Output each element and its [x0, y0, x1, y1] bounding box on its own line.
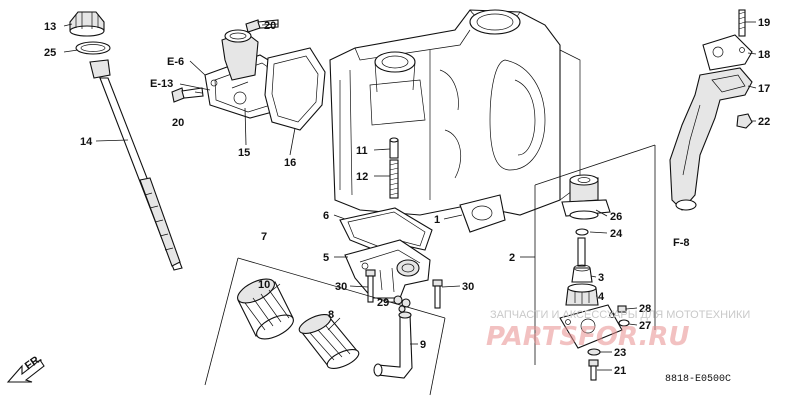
callout-30-left: 30 [335, 281, 347, 293]
callout-28: 28 [639, 303, 651, 315]
part-10-strainer-cage [237, 278, 294, 340]
part-25-o-ring [75, 41, 111, 55]
ref-e6: E-6 [167, 56, 184, 68]
part-7-strainer-assembly-bracket [204, 257, 446, 396]
callout-21: 21 [614, 365, 626, 377]
ref-f8: F-8 [673, 237, 690, 249]
part-pump-cover [559, 304, 623, 349]
callout-5: 5 [323, 252, 329, 264]
callout-23: 23 [614, 347, 626, 359]
part-2-pump-assembly-bracket [534, 144, 656, 365]
part-4-rotor [565, 283, 599, 306]
part-15-cover [204, 29, 286, 119]
callout-11: 11 [356, 145, 368, 157]
callout-24: 24 [610, 228, 623, 240]
diagram-code: 8818-E0500C [665, 374, 731, 385]
part-21-bolt [588, 359, 599, 381]
section-references: E-6 E-13 F-8 FR. [23, 56, 690, 372]
callout-9: 9 [420, 339, 426, 351]
part-9-pickup-tube [373, 311, 413, 379]
callout-18: 18 [758, 49, 770, 61]
part-1-gasket [459, 194, 506, 233]
callout-20-upper: 20 [264, 20, 276, 32]
callout-14: 14 [80, 136, 93, 148]
part-20-bolt-upper [245, 19, 279, 33]
engine-block [329, 9, 581, 216]
callout-25: 25 [44, 47, 56, 59]
leader-lines [63, 21, 757, 371]
watermark-line-1: ЗАПЧАСТИ И АКСЕССУАРЫ ДЛЯ МОТОТЕХНИКИ [490, 309, 750, 321]
front-direction-arrow [6, 359, 45, 383]
part-13-oil-filler-cap [69, 11, 105, 37]
callout-2: 2 [509, 252, 515, 264]
front-direction-label: FR. [23, 352, 44, 372]
part-12-stud [389, 159, 399, 199]
callout-20-lower: 20 [172, 117, 184, 129]
watermark-line-2: PARTSFOR.RU [486, 322, 689, 352]
part-shaft [577, 237, 586, 267]
callout-29: 29 [377, 297, 389, 309]
callout-10: 10 [258, 279, 270, 291]
callout-7: 7 [261, 231, 267, 243]
part-6-gasket [339, 207, 433, 253]
part-17-exhaust-pipe [669, 67, 753, 211]
part-20-bolt-lower [171, 87, 204, 103]
callout-1: 1 [434, 214, 440, 226]
callout-13: 13 [44, 21, 56, 33]
part-11-dowel-pin [389, 137, 399, 159]
callout-27: 27 [639, 320, 651, 332]
callout-4: 4 [598, 291, 605, 303]
callout-numbers: 13 25 14 20 20 15 16 11 12 6 1 5 7 10 8 … [44, 17, 770, 377]
part-24-o-ring [575, 228, 589, 236]
watermark: ЗАПЧАСТИ И АКСЕССУАРЫ ДЛЯ МОТОТЕХНИКИ PA… [486, 309, 750, 352]
callout-22: 22 [758, 116, 770, 128]
part-29-bolts-small [393, 295, 411, 313]
callout-17: 17 [758, 83, 770, 95]
callout-26: 26 [610, 211, 622, 223]
part-3-drive-coupling [571, 264, 593, 283]
callout-19: 19 [758, 17, 770, 29]
part-22-nut [736, 113, 753, 129]
ref-e13: E-13 [150, 78, 173, 90]
part-26-pump-housing [561, 174, 611, 220]
callout-15: 15 [238, 147, 250, 159]
part-16-gasket [264, 47, 326, 131]
callout-12: 12 [356, 171, 368, 183]
callout-8: 8 [328, 309, 334, 321]
callout-6: 6 [323, 210, 329, 222]
part-14-dipstick [89, 59, 183, 271]
part-19-stud [738, 9, 746, 37]
callout-30-right: 30 [462, 281, 474, 293]
callout-3: 3 [598, 272, 604, 284]
part-5-base-plate [344, 239, 431, 299]
callout-16: 16 [284, 157, 296, 169]
part-18-gasket [702, 34, 753, 71]
part-27-washer [618, 319, 630, 327]
part-8-filter-element [298, 314, 360, 369]
part-30-bolt-left [365, 269, 376, 303]
part-30-bolt-right [432, 279, 443, 309]
